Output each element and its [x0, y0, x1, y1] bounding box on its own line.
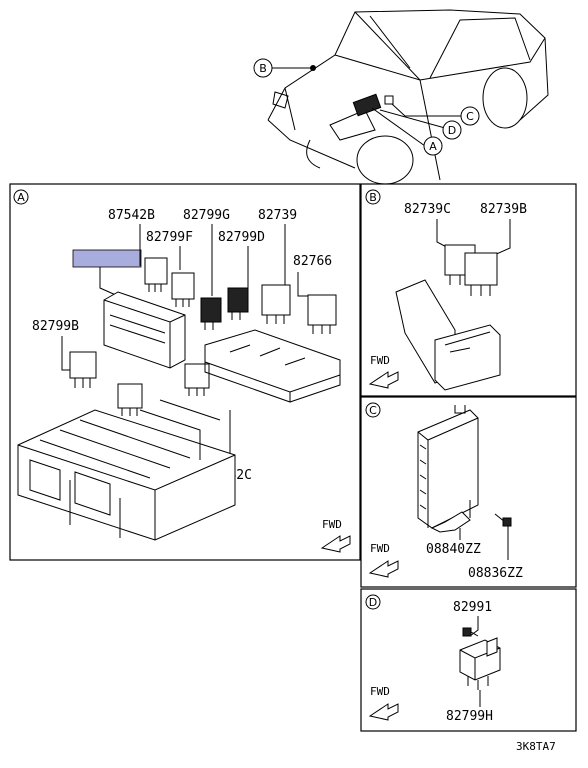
bolt-82991: [462, 627, 479, 637]
main-relay-block: [17, 399, 236, 541]
callout-b-circle: [253, 58, 273, 78]
panel-c-fwd-arrow-icon: [368, 560, 399, 578]
label-82739b: 82739B: [480, 202, 527, 217]
bolt-08836zz: [494, 513, 512, 527]
panel-c-fwd-label: FWD: [370, 542, 390, 555]
panel-d-letter: D: [369, 596, 377, 609]
panel-c-frame: [360, 396, 577, 588]
label-82739: 82739: [258, 208, 297, 223]
panel-c-letter: C: [369, 404, 377, 417]
label-82799g: 82799G: [183, 208, 230, 223]
callout-c-circle: [460, 106, 480, 126]
callout-d-letter: D: [448, 124, 456, 137]
label-82991: 82991: [453, 600, 492, 615]
relay-82799g: [200, 297, 222, 330]
relay-lower-1: [117, 383, 143, 416]
panel-d-badge: [365, 594, 381, 610]
panel-b-badge: [365, 189, 381, 205]
panel-b: B 82739C 82739B FWD: [360, 183, 577, 397]
relay-82766: [307, 294, 337, 334]
label-82739c: 82739C: [404, 202, 451, 217]
diagram-code: 3K8TA7: [516, 740, 556, 753]
callout-d-circle: [442, 120, 462, 140]
panel-b-frame: [360, 183, 577, 397]
vehicle-overview: B A D C: [253, 9, 549, 185]
relay-82739: [261, 284, 291, 324]
panel-a-letter: A: [17, 191, 25, 204]
highlight-box: [72, 249, 142, 268]
panel-a: A 87542B 82799G 82739 82799F 82799D 8276…: [9, 183, 361, 561]
label-82799b: 82799B: [32, 319, 79, 334]
label-82766: 82766: [293, 254, 332, 269]
panel-d-fwd-arrow-icon: [368, 703, 399, 721]
relay-82799b: [69, 351, 97, 388]
callout-c-letter: C: [466, 110, 474, 123]
panel-b-fwd-label: FWD: [370, 354, 390, 367]
relay-82799f: [144, 257, 168, 292]
label-87542b: 87542B: [108, 208, 155, 223]
panel-d-frame: [360, 588, 577, 732]
label-82799h: 82799H: [446, 709, 493, 724]
panel-d: D 82991 82799H FWD: [360, 588, 577, 732]
fusebox-87542b: [103, 291, 186, 369]
panel-a-badge: [13, 189, 29, 205]
panel-c: C 08840ZZ 08836ZZ FWD: [360, 396, 577, 588]
relay-82739b: [464, 252, 498, 296]
control-unit-08840zz: [417, 405, 479, 533]
callout-a-circle: [423, 136, 443, 156]
relay-bracket: [395, 279, 501, 391]
label-82799d: 82799D: [218, 230, 265, 245]
panel-d-fwd-label: FWD: [370, 685, 390, 698]
panel-a-frame: [9, 183, 361, 561]
panel-b-fwd-arrow-icon: [368, 371, 399, 389]
panel-b-letter: B: [369, 191, 377, 204]
relay-82799f-2: [171, 272, 195, 307]
panel-a-fwd-label: FWD: [322, 518, 342, 531]
label-08840zz: 08840ZZ: [426, 542, 481, 557]
junction-block-87542c: [204, 329, 341, 403]
relay-82799d: [227, 287, 249, 320]
label-82799f: 82799F: [146, 230, 193, 245]
panel-a-fwd-arrow-icon: [320, 535, 351, 553]
label-08836zz: 08836ZZ: [468, 566, 523, 581]
panel-c-badge: [365, 402, 381, 418]
callout-b-letter: B: [259, 62, 267, 75]
relay-82799h: [459, 637, 501, 690]
callout-a-letter: A: [429, 140, 437, 153]
